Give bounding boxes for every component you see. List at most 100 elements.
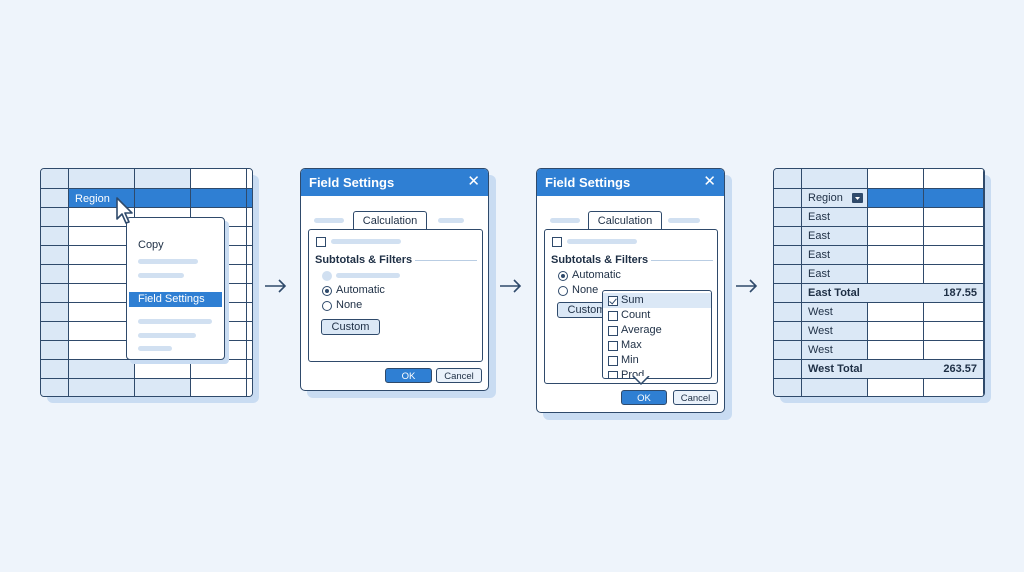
radio-automatic[interactable] — [558, 271, 568, 281]
ok-button[interactable]: OK — [621, 390, 667, 405]
section-title: Subtotals & Filters — [551, 254, 649, 266]
placeholder-text — [567, 239, 637, 244]
cursor-icon — [116, 197, 133, 224]
row-label: East — [808, 230, 831, 242]
radio-none[interactable] — [558, 286, 568, 296]
dropdown-item-label: Count — [621, 309, 651, 321]
tab-placeholder — [438, 218, 464, 223]
dropdown-pointer — [632, 376, 650, 386]
result-grid: Region East East East East East Total 18… — [774, 169, 984, 396]
section-title: Subtotals & Filters — [315, 254, 413, 266]
radio-none-label: None — [572, 284, 599, 296]
row-label: West — [808, 306, 833, 318]
region-header-label: Region — [808, 192, 843, 204]
checkbox-checked[interactable] — [608, 296, 618, 306]
arrow-right-icon — [265, 279, 287, 293]
context-menu: Copy Field Settings — [126, 217, 225, 360]
dialog-title: Field Settings — [545, 175, 631, 190]
subtotal-value: 263.57 — [943, 363, 977, 375]
dropdown-item-prod[interactable]: Prod — [603, 368, 711, 379]
row-label: East — [808, 211, 831, 223]
radio-automatic-label: Automatic — [336, 284, 385, 296]
tab-placeholder — [314, 218, 344, 223]
checkbox[interactable] — [608, 371, 618, 378]
cancel-button[interactable]: Cancel — [673, 390, 718, 405]
field-settings-dialog: Field Settings ✕ Calculation Subtotals &… — [300, 168, 489, 391]
cancel-button[interactable]: Cancel — [436, 368, 482, 383]
checkbox[interactable] — [608, 311, 618, 321]
checkbox[interactable] — [608, 356, 618, 366]
spreadsheet-after: Region East East East East East Total 18… — [773, 168, 985, 397]
row-label-cell: East — [802, 265, 868, 284]
menu-placeholder — [138, 346, 172, 351]
row-label-cell: West — [802, 322, 868, 341]
dropdown-item-label: Min — [621, 354, 639, 366]
section-divider — [651, 260, 713, 261]
subtotal-label: East Total — [808, 287, 860, 299]
arrow-right-icon — [736, 279, 758, 293]
dialog-titlebar: Field Settings ✕ — [537, 169, 724, 196]
checkbox[interactable] — [316, 237, 326, 247]
tab-placeholder — [550, 218, 580, 223]
region-header-label: Region — [75, 193, 110, 205]
tab-calculation[interactable]: Calculation — [353, 211, 427, 230]
dropdown-item-max[interactable]: Max — [603, 338, 711, 353]
subtotal-value-cell: 187.55 — [924, 284, 984, 303]
custom-button[interactable]: Custom — [557, 302, 616, 318]
calculation-panel: Subtotals & Filters Automatic None Custo… — [308, 229, 483, 362]
menu-placeholder — [138, 273, 184, 278]
radio-none-label: None — [336, 299, 363, 311]
radio-disabled — [322, 271, 332, 281]
close-icon[interactable]: ✕ — [703, 173, 716, 190]
custom-button[interactable]: Custom — [321, 319, 380, 335]
row-label-cell: East — [802, 227, 868, 246]
row-label-cell: West — [802, 303, 868, 322]
region-filter-cell[interactable]: Region — [802, 189, 868, 208]
dropdown-arrow-icon[interactable] — [852, 193, 863, 203]
dropdown-item-label: Average — [621, 324, 662, 336]
subtotal-label: West Total — [808, 363, 863, 375]
dropdown-item-average[interactable]: Average — [603, 323, 711, 338]
row-label: West — [808, 325, 833, 337]
row-label-cell: East — [802, 246, 868, 265]
summary-function-dropdown[interactable]: Sum Count Average Max Min Prod — [602, 290, 712, 379]
dropdown-item-label: Max — [621, 339, 642, 351]
row-label: West — [808, 344, 833, 356]
row-label-cell: East — [802, 208, 868, 227]
checkbox[interactable] — [608, 341, 618, 351]
checkbox[interactable] — [552, 237, 562, 247]
dialog-titlebar: Field Settings ✕ — [301, 169, 488, 196]
section-divider — [415, 260, 477, 261]
checkbox[interactable] — [608, 326, 618, 336]
menu-placeholder — [138, 333, 196, 338]
dropdown-item-label: Prod — [621, 369, 645, 379]
subtotal-label-cell: East Total — [802, 284, 924, 303]
subtotal-value: 187.55 — [943, 287, 977, 299]
radio-automatic[interactable] — [322, 286, 332, 296]
subtotal-label-cell: West Total — [802, 360, 924, 379]
placeholder-text — [331, 239, 401, 244]
tab-calculation[interactable]: Calculation — [588, 211, 662, 230]
close-icon[interactable]: ✕ — [467, 173, 480, 190]
dropdown-item-min[interactable]: Min — [603, 353, 711, 368]
tab-placeholder — [668, 218, 700, 223]
dropdown-item-sum[interactable]: Sum — [603, 293, 711, 308]
dropdown-item-count[interactable]: Count — [603, 308, 711, 323]
placeholder-text — [336, 273, 400, 278]
menu-placeholder — [138, 319, 212, 324]
row-label-cell: West — [802, 341, 868, 360]
radio-automatic-label: Automatic — [572, 269, 621, 281]
menu-item-field-settings[interactable]: Field Settings — [129, 292, 222, 307]
subtotal-value-cell: 263.57 — [924, 360, 984, 379]
dropdown-item-label: Sum — [621, 294, 644, 306]
menu-item-copy[interactable]: Copy — [138, 239, 164, 251]
radio-none[interactable] — [322, 301, 332, 311]
row-label: East — [808, 268, 831, 280]
ok-button[interactable]: OK — [385, 368, 432, 383]
arrow-right-icon — [500, 279, 522, 293]
spreadsheet-before: Region — [40, 168, 253, 397]
menu-item-field-settings-label: Field Settings — [138, 293, 205, 305]
dialog-title: Field Settings — [309, 175, 395, 190]
menu-placeholder — [138, 259, 198, 264]
row-label: East — [808, 249, 831, 261]
